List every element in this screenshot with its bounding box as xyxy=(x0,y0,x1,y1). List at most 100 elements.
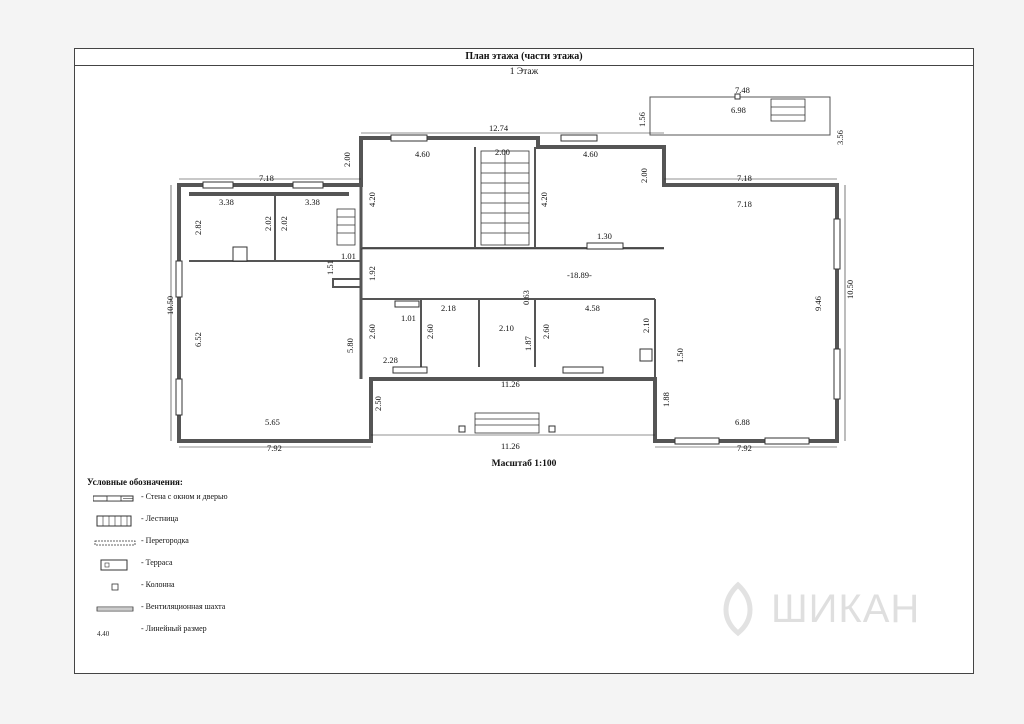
dim-label: 2.60 xyxy=(541,324,551,339)
dim-label: 7.92 xyxy=(267,443,282,453)
dim-label: 1.87 xyxy=(523,336,533,351)
legend-item: - Стена с окном и дверью xyxy=(87,490,407,512)
ventilation-shaft xyxy=(586,242,624,250)
dim-label: 2.02 xyxy=(263,216,273,231)
dim-label: 6.88 xyxy=(735,417,750,427)
dim-label: 0.63 xyxy=(521,290,531,305)
wall-window-door-icon xyxy=(93,495,134,502)
legend-label: - Стена с окном и дверью xyxy=(141,492,228,501)
dim-label: 1.30 xyxy=(597,231,612,241)
dim-label: 11.26 xyxy=(501,379,520,389)
fixture xyxy=(232,246,248,262)
dim-label: 4.60 xyxy=(415,149,430,159)
dimension-lines xyxy=(170,132,846,448)
column xyxy=(734,93,741,100)
dim-label: 10.50 xyxy=(165,296,175,315)
dim-label: 4.58 xyxy=(585,303,600,313)
terrace-stair xyxy=(770,98,806,122)
dim-label: 9.46 xyxy=(813,296,823,311)
entrance-stair xyxy=(474,412,540,434)
window xyxy=(175,260,183,298)
dim-label: 5.65 xyxy=(265,417,280,427)
legend-label: - Вентиляционная шахта xyxy=(141,602,226,611)
legend-label: - Терраса xyxy=(141,558,173,567)
dim-label: 2.50 xyxy=(373,396,383,411)
dimension-sample: 4.40 xyxy=(97,630,110,638)
window xyxy=(764,437,810,445)
dim-label: 1.56 xyxy=(637,112,647,127)
legend-label: - Колонна xyxy=(141,580,175,589)
dim-label: 7.18 xyxy=(737,173,752,183)
dim-label: 6.52 xyxy=(193,332,203,347)
plan-title: План этажа (части этажа) xyxy=(75,49,973,66)
dim-label: 5.80 xyxy=(345,338,355,353)
column xyxy=(458,425,466,433)
window xyxy=(562,366,604,374)
dimension-texts: 12.74 2.00 4.60 4.60 2.00 2.00 7.18 7.18… xyxy=(165,85,855,453)
dim-label: 2.00 xyxy=(639,168,649,183)
legend-item: - Терраса xyxy=(87,556,407,578)
column-icon xyxy=(111,583,119,591)
dim-label: 4.20 xyxy=(367,192,377,207)
window xyxy=(833,348,841,400)
dim-label: 3.38 xyxy=(219,197,234,207)
dim-label: 2.82 xyxy=(193,220,203,235)
dim-label: 7.18 xyxy=(737,199,752,209)
legend-label: - Линейный размер xyxy=(141,624,207,633)
window xyxy=(292,181,324,189)
column xyxy=(548,425,556,433)
window xyxy=(392,366,428,374)
ventilation-shaft-icon xyxy=(96,606,134,612)
dim-label: 1.92 xyxy=(367,266,377,281)
dim-label: 1.88 xyxy=(661,392,671,407)
dim-label: 3.56 xyxy=(835,130,845,145)
dim-label: -18.89- xyxy=(567,270,592,280)
floor-plan: 12.74 2.00 4.60 4.60 2.00 2.00 7.18 7.18… xyxy=(165,85,855,453)
legend: Условные обозначения: - Стена с окном и … xyxy=(87,477,407,644)
legend-item: - Перегородка xyxy=(87,534,407,556)
dim-label: 2.60 xyxy=(367,324,377,339)
scale-label: Масштаб 1:100 xyxy=(491,459,557,469)
terrace-icon xyxy=(100,559,128,571)
small-stair xyxy=(336,208,356,246)
ventilation-shaft xyxy=(394,300,420,308)
legend-item: - Лестница xyxy=(87,512,407,534)
window xyxy=(833,218,841,270)
dim-label: 1.51 xyxy=(325,260,335,275)
dim-label: 2.00 xyxy=(495,147,510,157)
dim-label: 4.20 xyxy=(539,192,549,207)
watermark-logo-icon xyxy=(723,581,753,637)
dim-label: 4.60 xyxy=(583,149,598,159)
dim-label: 2.18 xyxy=(441,303,456,313)
dim-label: 2.02 xyxy=(279,216,289,231)
partition-icon xyxy=(94,540,136,546)
legend-label: - Перегородка xyxy=(141,536,189,545)
dim-label: 2.10 xyxy=(499,323,514,333)
drawing-frame: План этажа (части этажа) 1 Этаж xyxy=(74,48,974,674)
dim-label: 7.48 xyxy=(735,85,750,95)
dim-label: 10.50 xyxy=(845,280,855,299)
dim-label: 7.92 xyxy=(737,443,752,453)
dim-label: 6.98 xyxy=(731,105,746,115)
legend-item: - Вентиляционная шахта xyxy=(87,600,407,622)
dim-label: 1.01 xyxy=(401,313,416,323)
legend-item: 4.40 - Линейный размер xyxy=(87,622,407,644)
window xyxy=(560,134,598,142)
watermark: ШИКАН xyxy=(713,579,933,649)
windows xyxy=(175,134,841,445)
dim-label: 2.00 xyxy=(342,152,352,167)
terrace-outline xyxy=(649,96,831,136)
window xyxy=(202,181,234,189)
outer-wall xyxy=(177,136,839,443)
linear-dimension-icon: 4.40 xyxy=(97,630,110,638)
dim-label: 7.18 xyxy=(259,173,274,183)
dim-label: 11.26 xyxy=(501,441,520,451)
dim-label: 1.01 xyxy=(341,251,356,261)
dim-label: 3.38 xyxy=(305,197,320,207)
columns-and-shafts xyxy=(232,93,741,433)
dim-label: 2.28 xyxy=(383,355,398,365)
dim-label: 2.60 xyxy=(425,324,435,339)
window xyxy=(674,437,720,445)
legend-label: - Лестница xyxy=(141,514,179,523)
